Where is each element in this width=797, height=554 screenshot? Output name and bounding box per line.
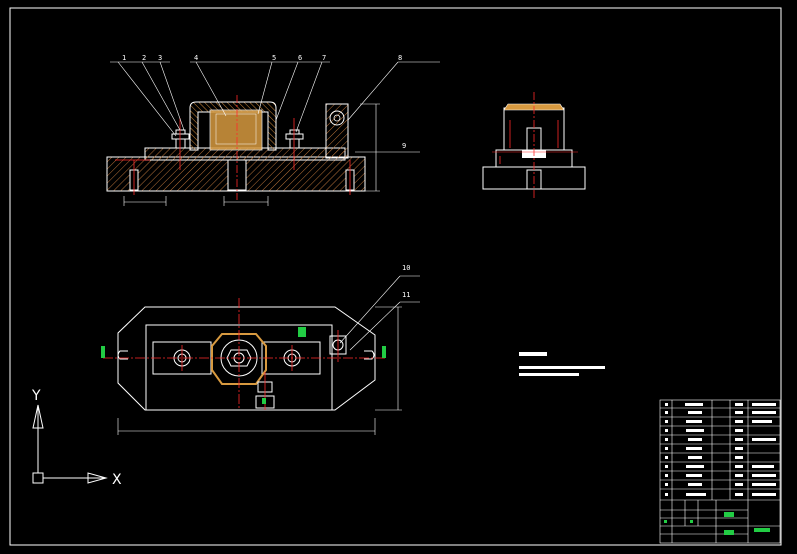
balloon-6: 6: [298, 54, 302, 62]
balloon-11: 11: [402, 291, 410, 299]
workpiece: [209, 109, 263, 151]
ucs-x-label: X: [112, 472, 122, 488]
octagon-part: [211, 333, 267, 385]
balloon-3: 3: [158, 54, 162, 62]
balloon-10: 10: [402, 264, 410, 272]
title-block-highlights: [664, 512, 770, 535]
balloon-7: 7: [322, 54, 326, 62]
plan-outline: [117, 306, 376, 411]
balloon-5: 5: [272, 54, 276, 62]
title-block-glyphs: [665, 403, 776, 496]
side-block: [325, 103, 349, 159]
ucs-y-label: Y: [31, 388, 41, 404]
balloon-labels: 1 2 3 4 5 6 7 8 9 10 11: [122, 54, 410, 299]
balloon-leaders: [110, 61, 440, 153]
ucs-icon: Y X: [31, 388, 122, 488]
selection-grip[interactable]: [298, 327, 306, 337]
balloon-2: 2: [142, 54, 146, 62]
drawing-border: [9, 7, 782, 546]
side-view[interactable]: [482, 92, 586, 200]
plan-view[interactable]: [101, 275, 420, 435]
front-section-view[interactable]: [106, 95, 380, 206]
balloon-4: 4: [194, 54, 198, 62]
balloon-9: 9: [402, 142, 406, 150]
balloon-1: 1: [122, 54, 126, 62]
technical-notes: [519, 352, 605, 376]
balloon-8: 8: [398, 54, 402, 62]
